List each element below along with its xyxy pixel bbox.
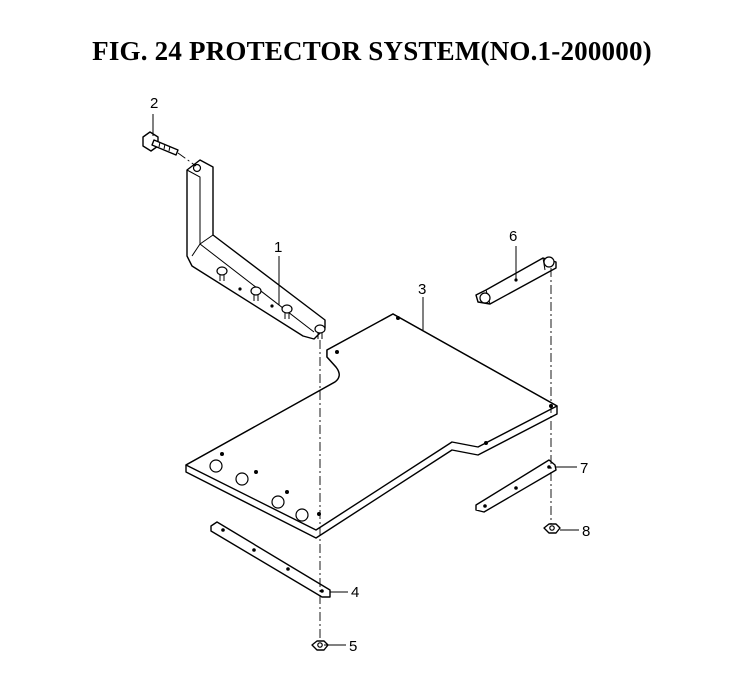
strip-left — [210, 521, 331, 598]
callout-4: 4 — [351, 584, 359, 601]
callout-7: 7 — [580, 460, 588, 477]
l-bracket — [186, 159, 326, 340]
figure-title: FIG. 24 PROTECTOR SYSTEM(NO.1-200000) — [92, 36, 652, 66]
bolt — [142, 131, 197, 167]
callout-5: 5 — [349, 638, 357, 655]
callout-8: 8 — [582, 523, 590, 540]
small-bracket — [475, 256, 557, 305]
callout-3: 3 — [418, 281, 426, 298]
callout-1: 1 — [274, 239, 282, 256]
callout-6: 6 — [509, 228, 517, 245]
nut-left — [311, 640, 329, 651]
strip-right — [475, 459, 557, 513]
callout-2: 2 — [150, 95, 158, 112]
nut-right — [543, 523, 561, 534]
protector-plate — [185, 313, 558, 539]
